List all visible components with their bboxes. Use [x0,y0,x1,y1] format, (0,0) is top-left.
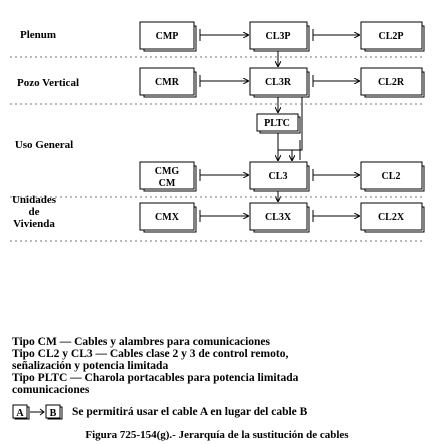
example-a: A [16,408,24,419]
label-cl3p: CL3P [266,31,291,42]
label-cl3x: CL3X [265,212,292,223]
box-cl2r [360,67,423,96]
box-cl3x [249,202,308,231]
row-label-plenum: Plenum [20,29,56,41]
box-cl2x [360,202,423,231]
separators [10,56,424,242]
row-label-vertical: Pozo Vertical [17,77,79,89]
label-pltc: PLTC [264,118,290,129]
legend-line: Tipo CM — Cables y alambres para comunic… [12,336,271,348]
label-cmr: CMR [155,77,180,88]
label-cl2r: CL2R [378,77,405,88]
label-cl3: CL3 [269,171,288,182]
row-label-vivienda-1: Unidades [12,194,57,206]
example-b: B [50,408,57,419]
legend: Tipo CM — Cables y alambres para comunic… [12,336,422,396]
row-label-general: Uso General [15,139,73,151]
box-cmx [139,202,195,231]
example-arrow-graphic: A B [12,404,63,420]
box-cl2p [360,21,423,50]
label-cl3r: CL3R [265,77,292,88]
horizontal-arrows [199,29,359,222]
legend-line: señalización y potencia limitada [12,360,169,372]
label-cmg: CMG [155,166,180,177]
row-label-vivienda-3: Vivienda [13,218,55,230]
box-cl3r [249,67,308,96]
box-cl2 [360,161,423,190]
legend-line: comunicaciones [12,384,90,396]
label-cl2: CL2 [382,171,401,182]
box-cmr [139,67,195,96]
legend-line: Tipo CL2 y CL3 — Cables clase 2 y 3 de c… [12,348,289,360]
substitution-example: A B Se permitirá usar el cable A en luga… [12,404,307,420]
box-cl3 [249,161,308,190]
label-cmx: CMX [155,212,180,223]
label-cl2x: CL2X [378,212,405,223]
box-cmg [139,161,195,190]
row-label-vivienda-2: de [29,206,40,218]
legend-line: Tipo PLTC — Charola portacables para pot… [12,372,299,384]
vertical-arrows [278,51,303,201]
label-cl2p: CL2P [379,31,404,42]
box-cl3p [249,21,308,50]
box-pltc [256,113,299,132]
example-text: Se permitirá usar el cable A en lugar de… [72,406,308,418]
figure-caption: Figura 725-154(g).- Jerarquía de la sust… [85,429,349,441]
box-cmp [139,21,195,50]
label-cm: CM [159,178,176,189]
label-cmp: CMP [156,31,179,42]
